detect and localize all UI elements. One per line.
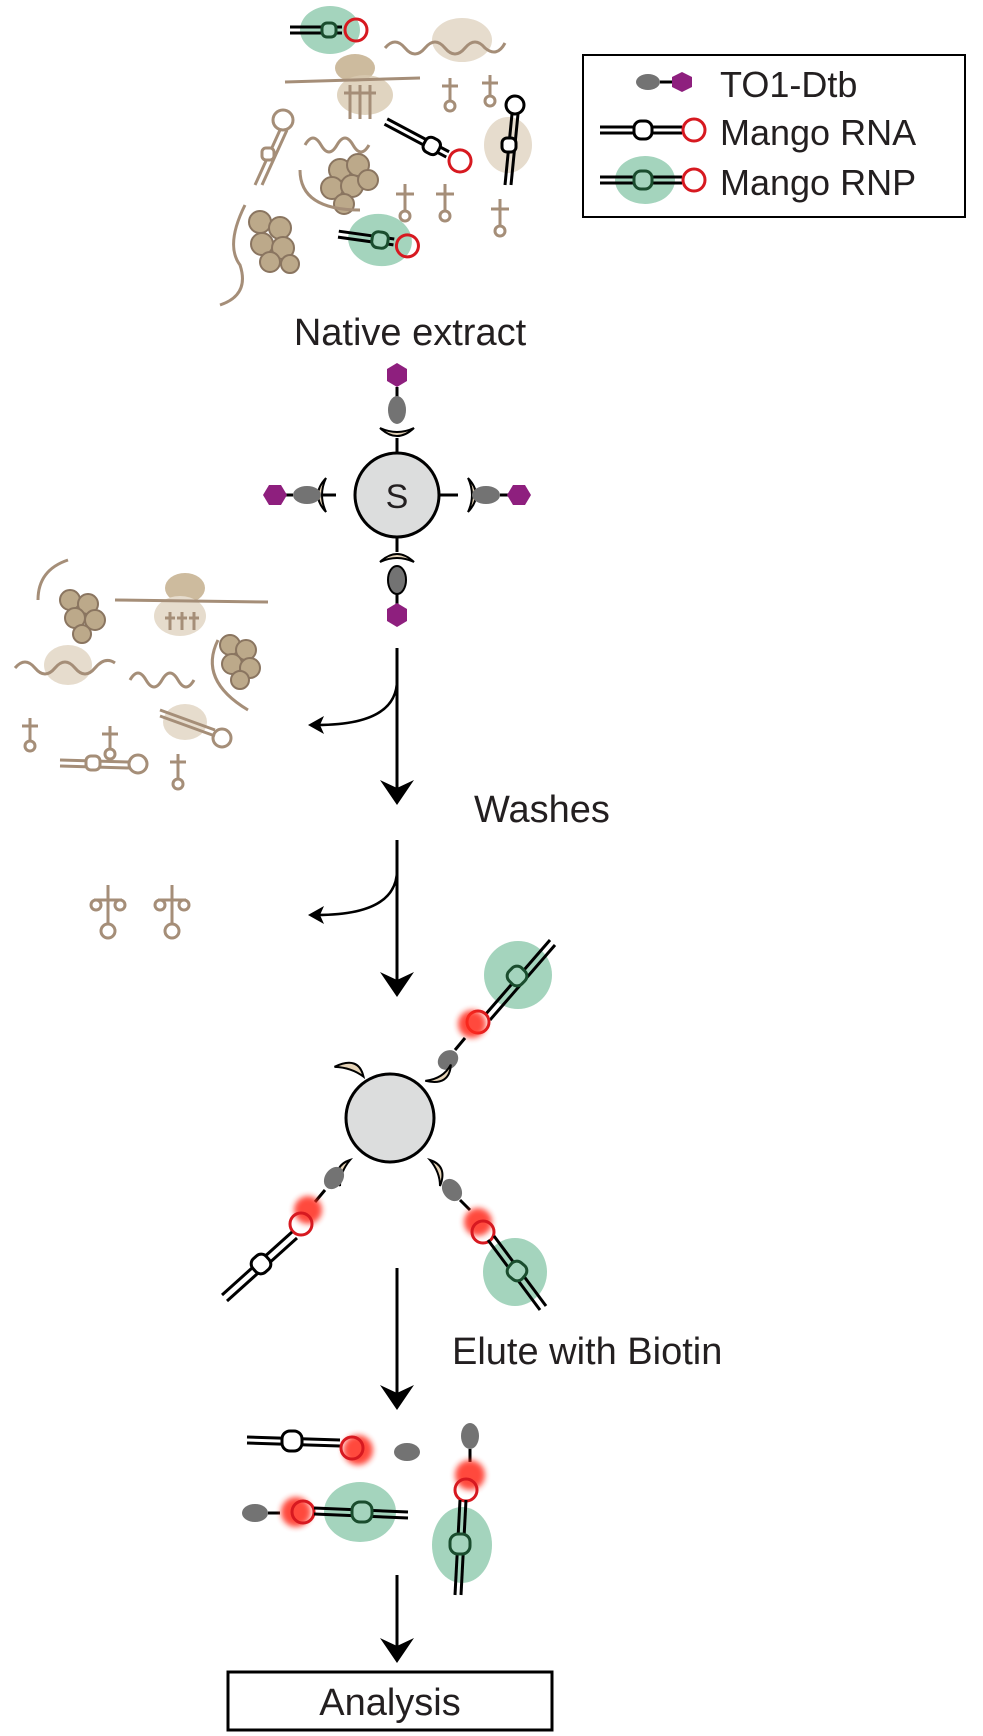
legend-label-mango-rna: Mango RNA	[720, 112, 916, 153]
hairpin-rna-icon	[253, 108, 295, 186]
eluted-mango-rna	[246, 1429, 420, 1465]
step-label-analysis: Analysis	[319, 1682, 461, 1724]
flow-arrow-wash-2	[308, 840, 414, 997]
legend: TO1-Dtb Mango RNA Mango RNP	[582, 54, 966, 218]
legend-dye-icon	[636, 72, 692, 92]
eluted-mango-rnp	[242, 1482, 409, 1542]
bead-label: S	[386, 478, 409, 516]
native-extract-mixture	[219, 6, 532, 307]
protein-cluster-icon	[248, 210, 300, 274]
legend-mango-rna-icon	[600, 117, 707, 143]
step-label-native-extract: Native extract	[294, 312, 527, 354]
streptavidin-bead-loaded: S	[263, 363, 531, 627]
eluted-mango-rnp-vertical	[432, 1423, 492, 1596]
flow-arrow-elute	[380, 1268, 414, 1410]
analysis-box	[226, 1670, 554, 1732]
legend-label-to1-dtb: TO1-Dtb	[720, 64, 857, 105]
mango-rna-icon	[383, 117, 473, 174]
protein-cluster-icon	[320, 153, 379, 215]
legend-mango-rnp-icon	[600, 156, 707, 204]
mango-rnp-icon	[337, 213, 420, 267]
mango-rnp-icon	[290, 6, 369, 54]
washed-contents-second	[89, 885, 191, 940]
mango-rna-icon	[220, 1196, 322, 1303]
eluted-complexes	[242, 1423, 492, 1596]
legend-label-mango-rnp: Mango RNP	[720, 162, 916, 203]
flow-arrow-wash-1	[308, 648, 414, 805]
step-label-elute: Elute with Biotin	[452, 1331, 722, 1373]
flow-arrow-analysis	[380, 1575, 414, 1663]
mrna-strand-icon	[303, 136, 371, 154]
mango-rna-icon	[500, 94, 526, 186]
mrna-strand-icon	[284, 76, 421, 84]
washed-contents-first	[13, 558, 269, 791]
step-label-washes: Washes	[474, 789, 610, 831]
trna-icon	[442, 75, 498, 113]
mango-rnp-icon	[464, 1208, 548, 1311]
mrna-strand-icon	[219, 204, 247, 307]
trna-icon	[396, 184, 509, 238]
bead	[344, 1072, 436, 1164]
bead	[353, 451, 441, 539]
trna-icon	[344, 85, 376, 119]
mrna-strand-icon	[383, 40, 507, 56]
mango-rnp-icon	[458, 939, 557, 1038]
mrna-strand-icon	[298, 169, 361, 212]
ribosome-blob-icon	[432, 18, 492, 62]
bead-with-bound-mango	[220, 939, 557, 1311]
